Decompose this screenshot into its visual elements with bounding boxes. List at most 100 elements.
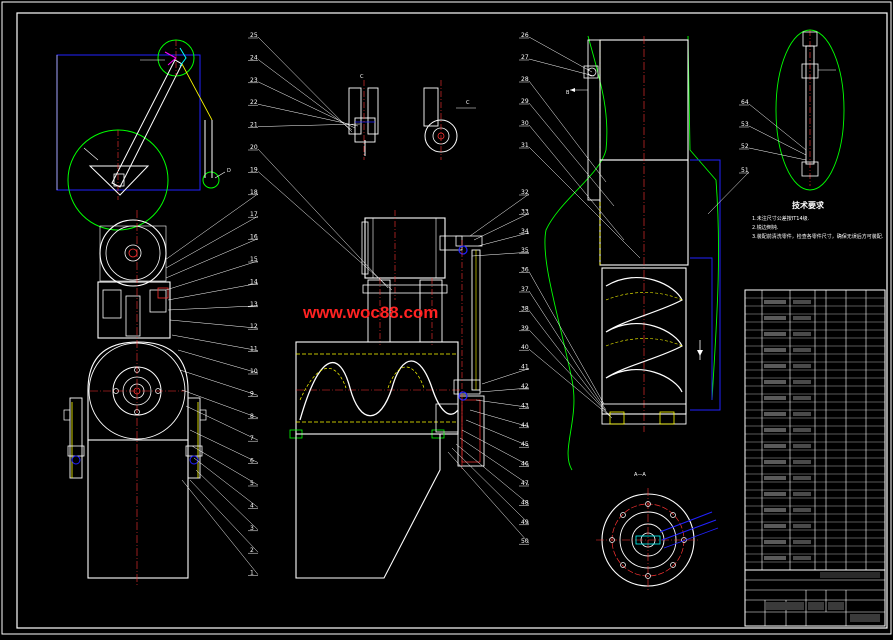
leader-line-41 [481,368,530,385]
leader-line-24 [257,59,353,131]
leader-line-13 [167,305,259,311]
balloon-21: 21 [250,122,258,129]
leader-line-6 [189,429,259,463]
balloon-24: 24 [250,54,258,61]
leader-line-1 [181,479,259,575]
balloon-64: 64 [741,99,749,106]
leader-line-34 [477,232,530,247]
balloon-42: 42 [521,383,529,390]
balloon-3: 3 [250,525,254,532]
parts-table-name-cell [793,316,811,320]
parts-table-name-cell [793,396,811,400]
balloon-52: 52 [741,143,749,150]
leader-line-8 [181,389,259,419]
leader-line-10 [177,349,259,374]
leader-line-3 [195,469,259,530]
parts-table-code-cell [764,492,786,496]
balloon-30: 30 [521,120,529,127]
balloon-40: 40 [521,344,529,351]
parts-table-name-cell [793,524,811,528]
parts-table-name-cell [793,492,811,496]
parts-table-code-cell [764,460,786,464]
parts-table-name-cell [793,332,811,336]
parts-table-code-cell [764,540,786,544]
balloon-35: 35 [521,247,529,254]
view-b-label: B [566,90,570,96]
leader-line-53 [748,125,807,156]
parts-table-name-cell [793,476,811,480]
parts-list-table [744,289,886,571]
balloon-38: 38 [521,305,529,312]
leader-line-23 [257,81,356,129]
parts-table-code-cell [764,524,786,528]
leader-line-42 [479,387,530,393]
parts-table-code-cell [764,316,786,320]
balloon-48: 48 [521,499,529,506]
view-c-side-label: C [466,100,470,106]
balloon-17: 17 [250,211,258,218]
leader-line-45 [465,419,530,447]
leader-line-15 [165,260,259,291]
parts-table-code-cell [764,300,786,304]
leader-line-30 [528,124,625,241]
view-d-label: D [227,168,231,174]
parts-table-code-cell [764,428,786,432]
balloon-41: 41 [521,364,529,371]
balloon-2: 2 [250,547,254,554]
balloon-29: 29 [521,98,529,105]
leader-line-47 [459,437,530,486]
leader-line-29 [528,102,615,207]
balloon-10: 10 [250,368,258,375]
technical-requirements: 技术要求 1.未注尺寸公差按IT14级. 2.锐边倒钝. 3.装配前清洗零件，检… [752,200,884,240]
leader-line-43 [475,399,530,408]
leader-line-64 [748,103,807,151]
parts-table-code-cell [764,396,786,400]
leader-line-27 [528,58,595,77]
leader-line-50 [447,451,530,544]
balloon-14: 14 [250,278,258,285]
balloon-43: 43 [521,402,529,409]
leader-line-31 [528,146,641,259]
leader-line-9 [179,369,259,396]
leader-line-38 [528,310,609,415]
leader-line-17 [165,215,259,269]
parts-table-code-cell [764,412,786,416]
front-view [63,210,207,585]
leader-line-19 [257,171,393,291]
leader-line-28 [528,80,607,183]
balloon-49: 49 [521,519,529,526]
parts-table-code-cell [764,476,786,480]
parts-table-name-cell [793,364,811,368]
leader-line-44 [469,409,530,428]
parts-table-name-cell [793,460,811,464]
parts-table-code-cell [764,332,786,336]
leader-line-22 [257,103,359,127]
balloon-33: 33 [521,208,529,215]
tech-req-title: 技术要求 [792,200,825,210]
leader-line-5 [191,445,259,486]
balloon-26: 26 [521,32,529,39]
section-a-a-view [596,488,719,592]
balloon-37: 37 [521,286,529,293]
parts-table-code-cell [764,444,786,448]
leader-line-36 [528,271,605,405]
parts-table-name-cell [793,428,811,432]
balloon-28: 28 [521,76,529,83]
balloon-34: 34 [521,228,529,235]
parts-table-code-cell [764,380,786,384]
balloon-11: 11 [250,346,258,353]
parts-table-name-cell [793,412,811,416]
balloon-23: 23 [250,77,258,84]
leader-line-20 [257,148,389,289]
balloon-32: 32 [521,189,529,196]
section-view [289,210,485,579]
leader-line-49 [451,447,530,524]
balloon-45: 45 [521,441,529,448]
leader-line-52 [748,147,807,161]
leader-line-7 [185,405,259,441]
parts-table-name-cell [793,300,811,304]
parts-table-name-cell [793,444,811,448]
leader-line-25 [257,36,353,133]
leader-line-4 [193,457,259,508]
